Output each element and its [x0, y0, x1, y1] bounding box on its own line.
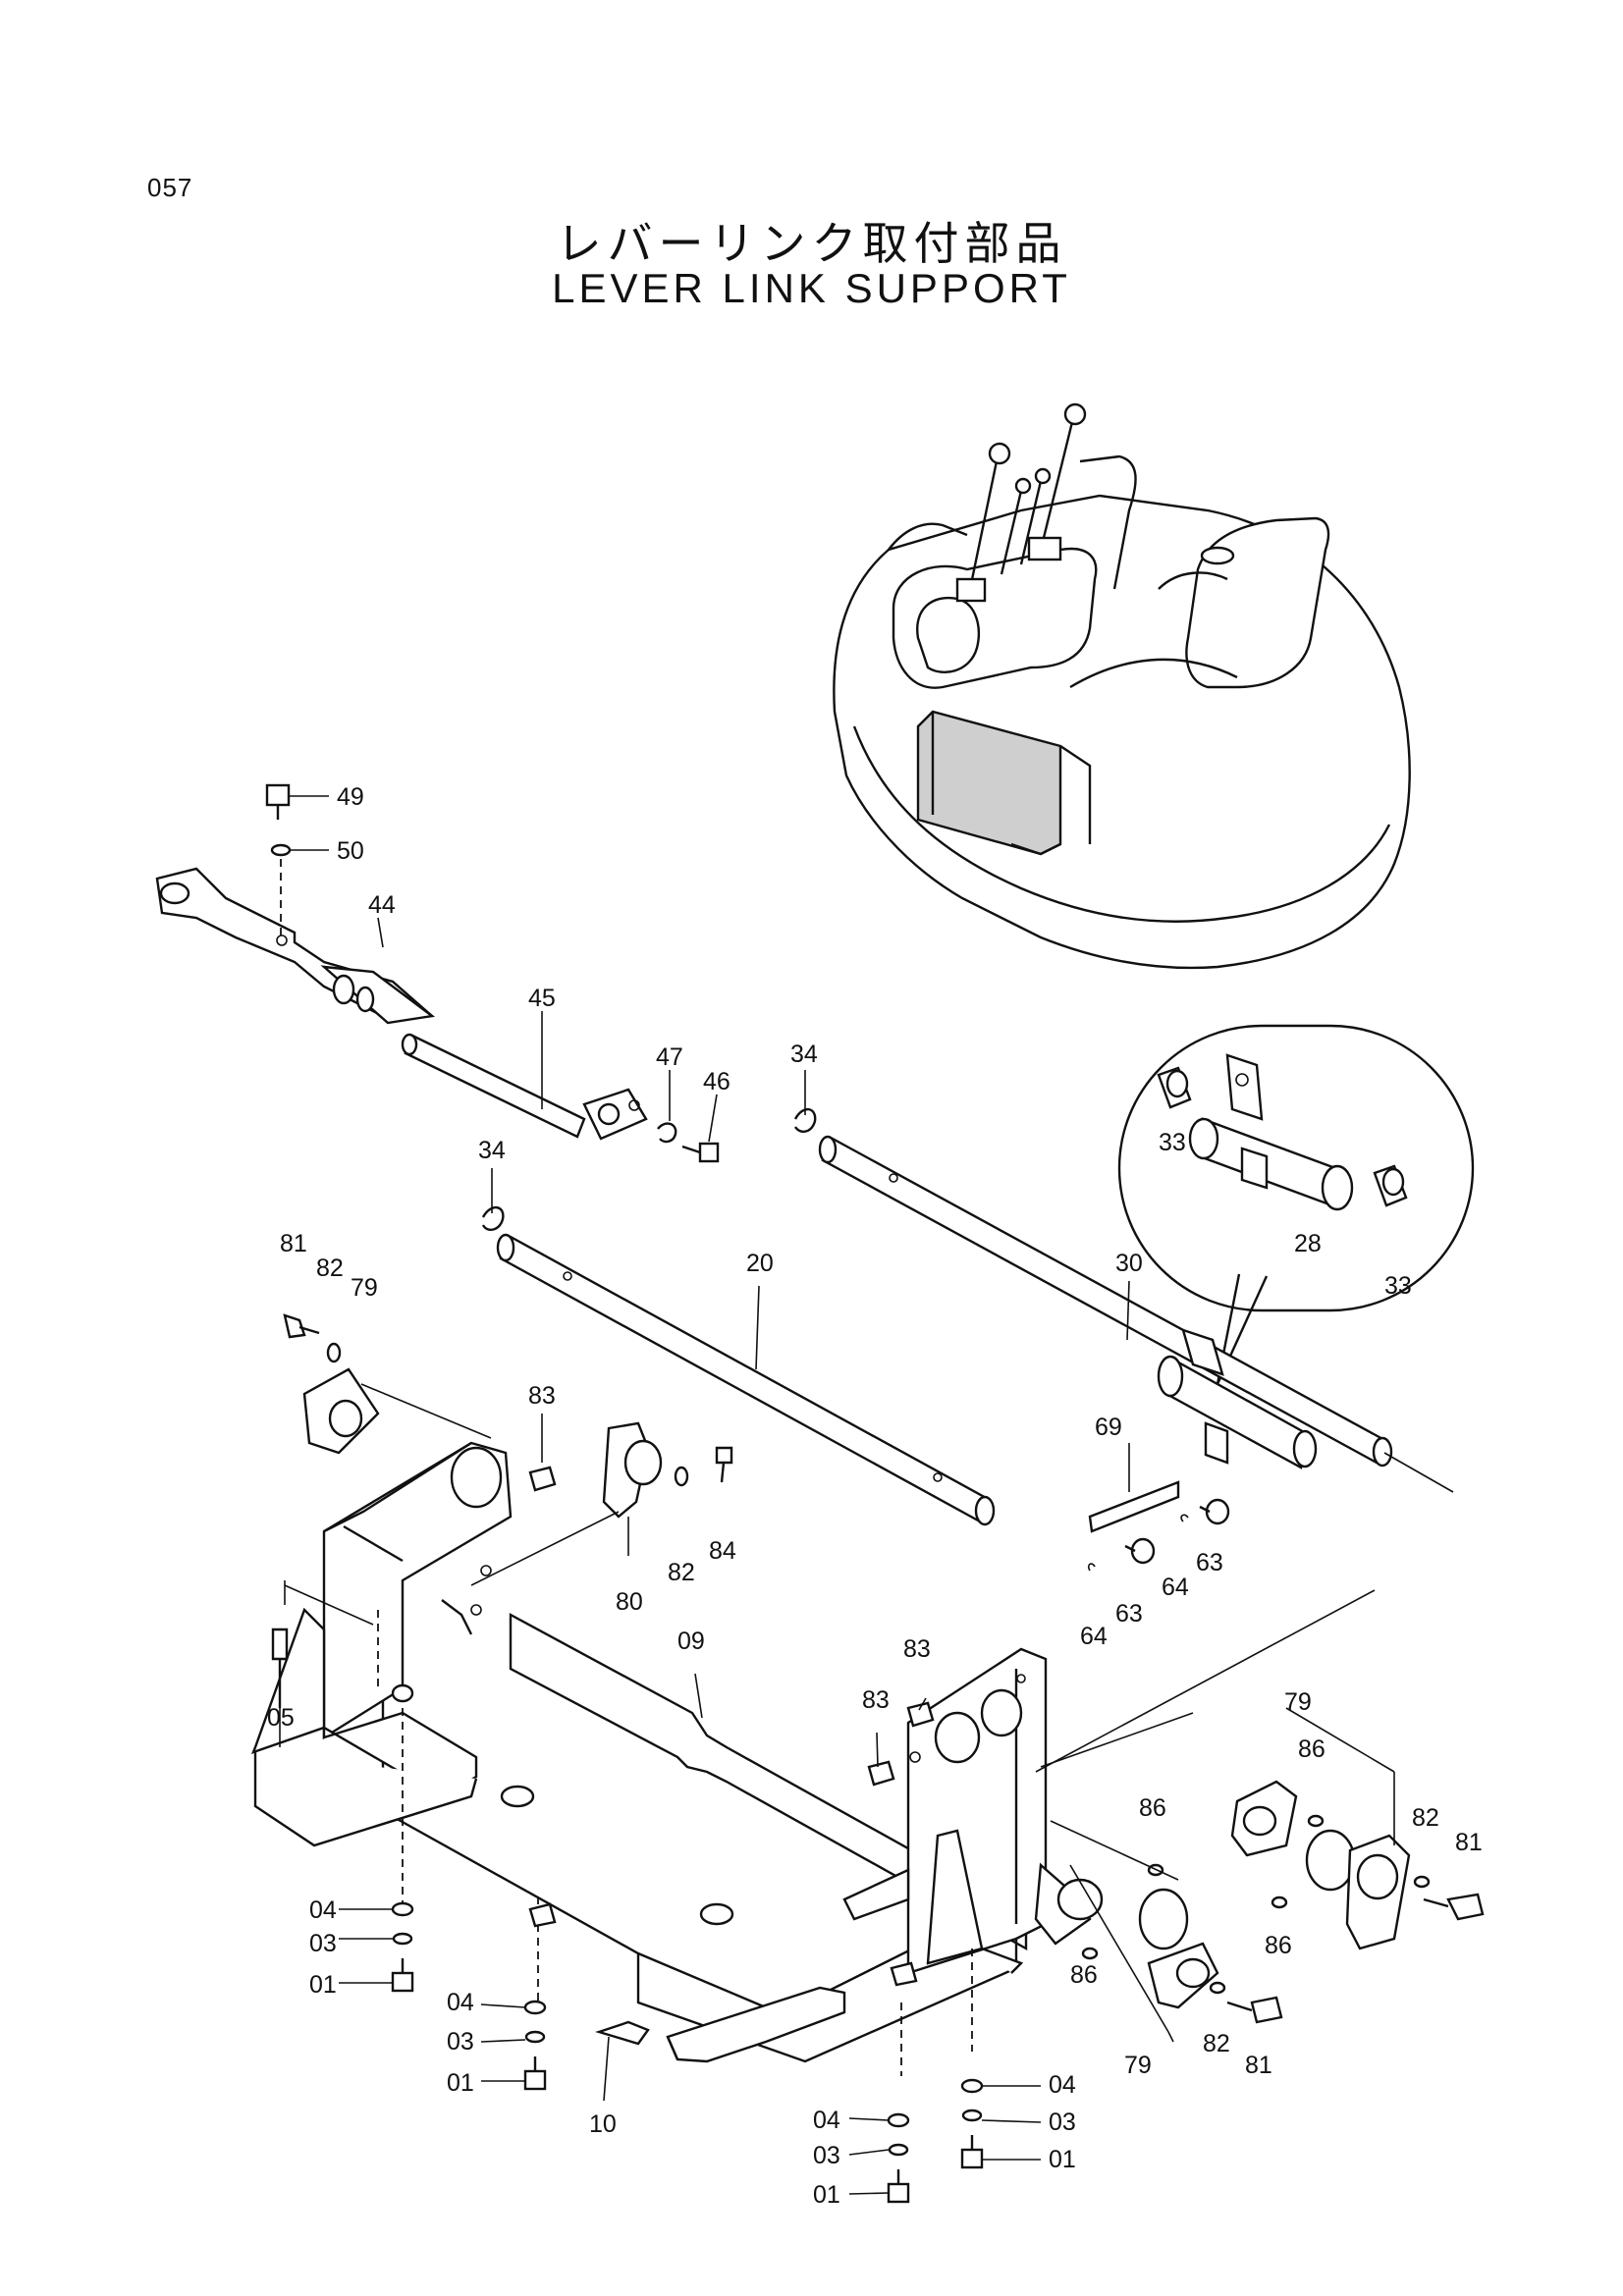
- callout-33-bottom: 33: [1384, 1272, 1412, 1300]
- callout-04-a: 04: [309, 1896, 337, 1924]
- callout-63-b: 63: [1115, 1600, 1143, 1628]
- callout-01-d: 01: [1049, 2146, 1076, 2173]
- callout-82-mid: 82: [668, 1559, 695, 1586]
- callout-86-c: 86: [1070, 1961, 1098, 1989]
- callout-79-left: 79: [351, 1274, 378, 1302]
- callout-49: 49: [337, 783, 364, 811]
- callout-03-a: 03: [309, 1930, 337, 1957]
- page-number: 057: [147, 173, 193, 202]
- callout-64-a: 64: [1162, 1574, 1189, 1601]
- callout-04-c: 04: [813, 2107, 840, 2134]
- callout-79-bottom: 79: [1124, 2052, 1152, 2079]
- shaft-30: [793, 1070, 1393, 1469]
- title-english: LEVER LINK SUPPORT: [552, 265, 1071, 311]
- callout-81-bottom: 81: [1245, 2052, 1272, 2079]
- callout-labels: 49 50 44 45 47 46 34 34 20 30 33 33 28 8…: [267, 783, 1483, 2209]
- callout-34-right: 34: [790, 1041, 818, 1068]
- callout-03-b: 03: [447, 2028, 474, 2056]
- callout-04-b: 04: [447, 1989, 474, 2016]
- callout-69: 69: [1095, 1414, 1122, 1441]
- callout-44: 44: [368, 891, 396, 919]
- callout-84: 84: [709, 1537, 736, 1565]
- callout-20: 20: [746, 1250, 774, 1277]
- callout-01-c: 01: [813, 2181, 840, 2209]
- callout-81-left: 81: [280, 1230, 307, 1257]
- callout-79-right-top: 79: [1284, 1688, 1312, 1716]
- callout-09: 09: [677, 1628, 705, 1655]
- rod-45: [401, 1011, 720, 1163]
- callout-63-a: 63: [1196, 1549, 1223, 1576]
- callout-86-d: 86: [1265, 1932, 1292, 1959]
- callout-03-d: 03: [1049, 2109, 1076, 2136]
- machine-overview-illustration: [833, 402, 1411, 970]
- callout-30: 30: [1115, 1250, 1143, 1277]
- callout-83-right-bottom: 83: [862, 1686, 890, 1714]
- shaft-20: [481, 1168, 996, 1526]
- callout-10: 10: [589, 2110, 617, 2138]
- callout-05: 05: [267, 1704, 295, 1732]
- callout-82-left: 82: [316, 1255, 344, 1282]
- callout-83-right-top: 83: [903, 1635, 931, 1663]
- callout-34-left: 34: [478, 1137, 506, 1164]
- bracket-44: [155, 783, 435, 1025]
- callout-33-top: 33: [1159, 1129, 1186, 1156]
- callout-45: 45: [528, 985, 556, 1012]
- callout-01-a: 01: [309, 1971, 337, 1999]
- callout-50: 50: [337, 837, 364, 865]
- callout-82-bottom: 82: [1203, 2030, 1230, 2057]
- callout-64-b: 64: [1080, 1623, 1108, 1650]
- callout-82-right: 82: [1412, 1804, 1439, 1832]
- inset-detail-28-33: [1117, 1024, 1475, 1385]
- callout-04-d: 04: [1049, 2071, 1076, 2099]
- callout-83-top: 83: [528, 1382, 556, 1410]
- callout-46: 46: [703, 1068, 730, 1095]
- bearing-assemblies: [1034, 1452, 1485, 2043]
- callout-28: 28: [1294, 1230, 1322, 1257]
- callout-leaders: [339, 1673, 1042, 2195]
- callout-86-a: 86: [1298, 1735, 1325, 1763]
- callout-80: 80: [616, 1588, 643, 1616]
- base-plate-09: [250, 1441, 1048, 2102]
- callout-47: 47: [656, 1043, 683, 1071]
- callout-86-b: 86: [1139, 1794, 1166, 1822]
- callout-81-right: 81: [1455, 1829, 1483, 1856]
- title-japanese: レバーリンク取付部品: [556, 217, 1067, 270]
- callout-01-b: 01: [447, 2069, 474, 2097]
- callout-03-c: 03: [813, 2142, 840, 2169]
